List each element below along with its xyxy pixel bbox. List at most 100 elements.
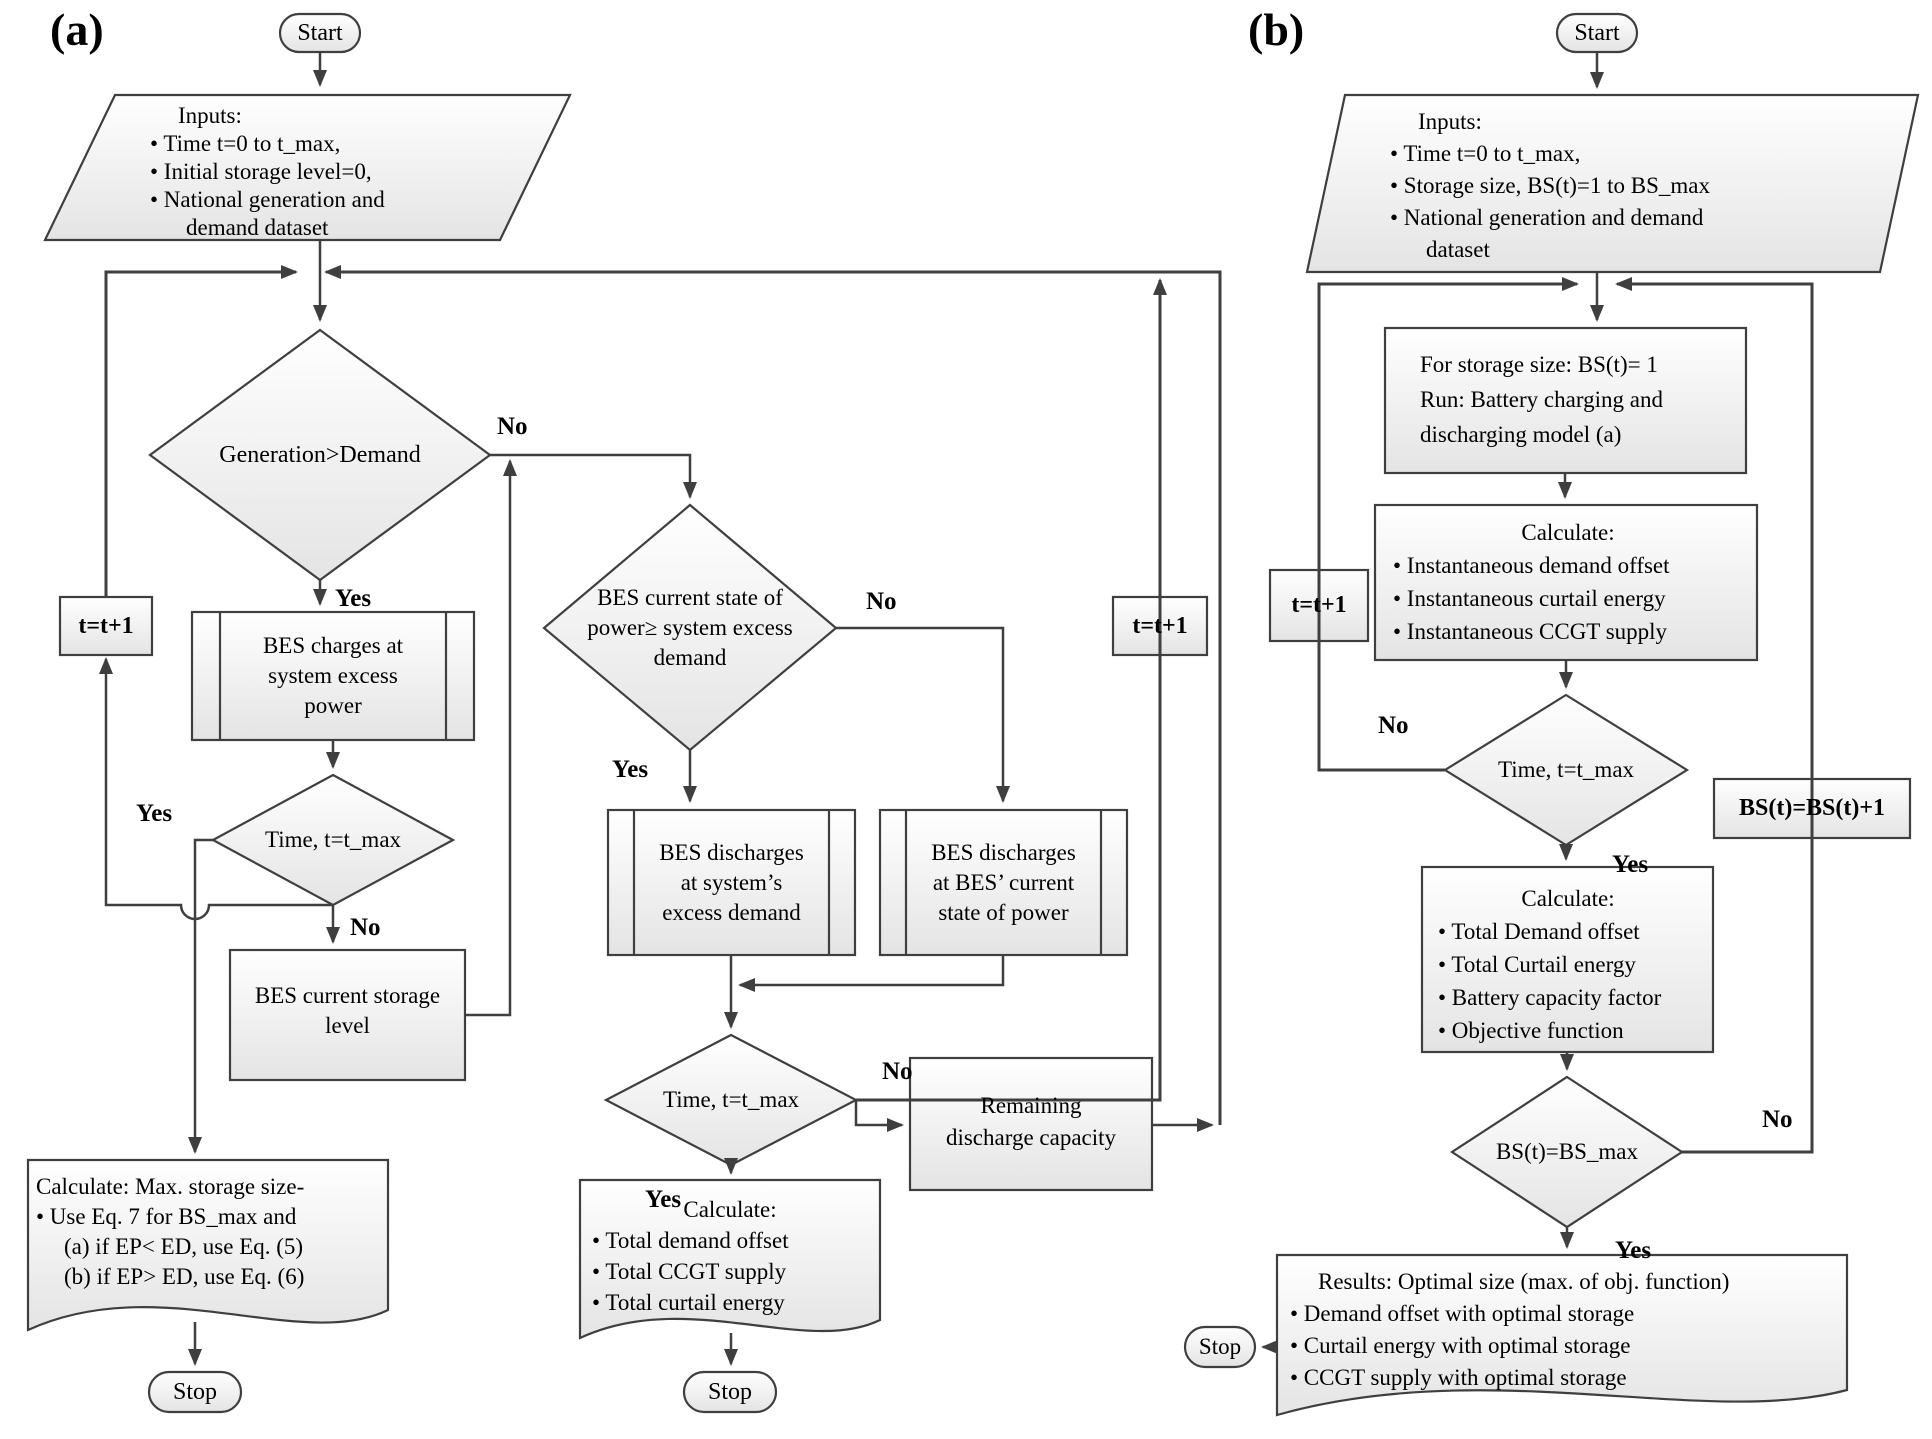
- inputs-b-item: • National generation and demand: [1390, 205, 1704, 230]
- edge-label-yes: Yes: [136, 800, 173, 827]
- edge-label-no: No: [1378, 712, 1409, 739]
- time1-text: Time, t=t_max: [264, 827, 402, 852]
- inputs-a: Inputs: • Time t=0 to t_max, • Initial s…: [150, 102, 550, 242]
- dis-sys-line: at system’s: [680, 870, 783, 895]
- remaining-line: Remaining: [980, 1093, 1082, 1118]
- inputs-a-item: • Initial storage level=0,: [150, 159, 372, 184]
- bes-state-line: demand: [653, 645, 727, 670]
- dis-sys-process: BES discharges at system’s excess demand: [634, 838, 829, 928]
- panel-b-label: (b): [1248, 4, 1305, 55]
- inputs-a-item: • National generation and: [150, 187, 385, 212]
- results-doc: Results: Optimal size (max. of obj. func…: [1290, 1266, 1835, 1394]
- for-storage-line: Run: Battery charging and: [1420, 387, 1663, 412]
- dis-cur-line: BES discharges: [931, 840, 1076, 865]
- calc-inst-box: Calculate: • Instantaneous demand offset…: [1393, 516, 1743, 648]
- calc-doc-mid-title: Calculate:: [683, 1197, 777, 1222]
- inputs-b-item: • Storage size, BS(t)=1 to BS_max: [1390, 173, 1711, 198]
- inputs-b-shape: [1305, 93, 1920, 274]
- calc-doc-a: Calculate: Max. storage size- • Use Eq. …: [36, 1172, 380, 1292]
- bes-level-line: BES current storage: [254, 983, 441, 1008]
- results-line: • CCGT supply with optimal storage: [1290, 1365, 1627, 1390]
- start-b: Start: [1557, 14, 1637, 52]
- edge-label-yes: Yes: [1612, 851, 1649, 878]
- bes-charges-line: power: [304, 693, 362, 718]
- results-doc-shape: [1275, 1253, 1849, 1417]
- edge-label-no: No: [350, 914, 381, 941]
- t-plus-left-text: t=t+1: [78, 612, 134, 639]
- t-plus-right-text: t=t+1: [1132, 612, 1188, 639]
- for-storage-box: For storage size: BS(t)= 1 Run: Battery …: [1420, 347, 1740, 452]
- edge-label-no: No: [882, 1058, 913, 1085]
- for-storage-shape: [1383, 326, 1748, 475]
- calc-doc-mid-line: • Total demand offset: [592, 1228, 789, 1253]
- inputs-a-title: Inputs:: [178, 103, 242, 128]
- dis-sys-line: excess demand: [662, 900, 801, 925]
- stop-a-shape: [147, 1370, 243, 1414]
- bs-inc-text: BS(t)=BS(t)+1: [1738, 795, 1885, 821]
- edge-label-yes: Yes: [335, 585, 372, 612]
- calc-total-line: • Battery capacity factor: [1438, 985, 1662, 1010]
- edge-label-no: No: [1762, 1106, 1793, 1133]
- calc-doc-mid-line: • Total CCGT supply: [592, 1259, 787, 1284]
- t-plus-left-shape: [58, 595, 154, 657]
- inputs-a-item: • Time t=0 to t_max,: [150, 131, 341, 156]
- bes-state-line: BES current state of: [597, 585, 783, 610]
- remaining-box: Remaining discharge capacity: [910, 1090, 1152, 1154]
- edge-label-no: No: [497, 413, 528, 440]
- bs-max-text: BS(t)=BS_max: [1495, 1139, 1639, 1164]
- time2-text: Time, t=t_max: [662, 1087, 800, 1112]
- edge-label-yes: Yes: [612, 756, 649, 783]
- results-line: • Curtail energy with optimal storage: [1290, 1333, 1631, 1358]
- t-plus-b-text: t=t+1: [1291, 592, 1347, 618]
- predefined-process-bars: [218, 612, 1103, 955]
- gen-demand-decision: Generation>Demand: [170, 441, 470, 469]
- bes-level-line: level: [325, 1013, 370, 1038]
- inputs-b-item: • Time t=0 to t_max,: [1390, 141, 1581, 166]
- stop-mid-shape: [682, 1370, 778, 1414]
- inputs-a-item: demand dataset: [186, 215, 329, 240]
- stop-a-text: Stop: [172, 1378, 217, 1405]
- calc-doc-a-line: • Use Eq. 7 for BS_max and: [36, 1204, 297, 1229]
- bs-max-decision: BS(t)=BS_max: [1452, 1138, 1682, 1166]
- gen-demand-text: Generation>Demand: [219, 441, 421, 468]
- bes-state-decision: BES current state of power≥ system exces…: [545, 583, 835, 673]
- remaining-line: discharge capacity: [945, 1125, 1117, 1150]
- calc-total-title: Calculate:: [1521, 886, 1615, 911]
- bes-charges-line: BES charges at: [262, 633, 404, 658]
- stop-mid-text: Stop: [707, 1378, 752, 1405]
- calc-doc-a-shape: [26, 1158, 390, 1332]
- edge-label-yes: Yes: [645, 1186, 682, 1213]
- results-line: • Demand offset with optimal storage: [1290, 1301, 1635, 1326]
- t-plus-left-box: t=t+1: [60, 597, 152, 655]
- calc-doc-mid: Calculate: • Total demand offset • Total…: [592, 1194, 868, 1318]
- calc-total-shape: [1420, 865, 1715, 1054]
- remaining-shape: [908, 1056, 1154, 1192]
- calc-total-line: • Objective function: [1438, 1018, 1624, 1043]
- for-storage-line: discharging model (a): [1420, 422, 1622, 447]
- inputs-b: Inputs: • Time t=0 to t_max, • Storage s…: [1390, 106, 1860, 266]
- bes-charges-process: BES charges at system excess power: [220, 631, 446, 721]
- t-plus-b-box: t=t+1: [1270, 570, 1368, 641]
- start-b-text: Start: [1574, 19, 1620, 46]
- dis-sys-line: BES discharges: [659, 840, 804, 865]
- edge-label-no: No: [866, 588, 897, 615]
- stop-b: Stop: [1185, 1327, 1255, 1367]
- calc-total-line: • Total Demand offset: [1438, 919, 1640, 944]
- calc-total-line: • Total Curtail energy: [1438, 952, 1636, 977]
- calc-inst-shape: [1373, 503, 1759, 662]
- bes-level-shape: [228, 948, 467, 1082]
- time1-decision: Time, t=t_max: [213, 826, 453, 854]
- dis-cur-line: state of power: [938, 900, 1069, 925]
- inputs-b-title: Inputs:: [1418, 109, 1482, 134]
- calc-doc-a-line: (b) if EP> ED, use Eq. (6): [64, 1264, 305, 1289]
- calc-doc-mid-line: • Total curtail energy: [592, 1290, 785, 1315]
- dis-cur-process: BES discharges at BES’ current state of …: [906, 838, 1101, 928]
- calc-inst-title: Calculate:: [1521, 520, 1615, 545]
- calc-inst-line: • Instantaneous demand offset: [1393, 553, 1670, 578]
- dis-cur-shape: [878, 808, 1129, 957]
- start-a: Start: [280, 14, 360, 52]
- calc-doc-mid-shape: [578, 1178, 882, 1340]
- calc-doc-a-line: Calculate: Max. storage size-: [36, 1174, 305, 1199]
- t-plus-right-box: t=t+1: [1113, 597, 1207, 655]
